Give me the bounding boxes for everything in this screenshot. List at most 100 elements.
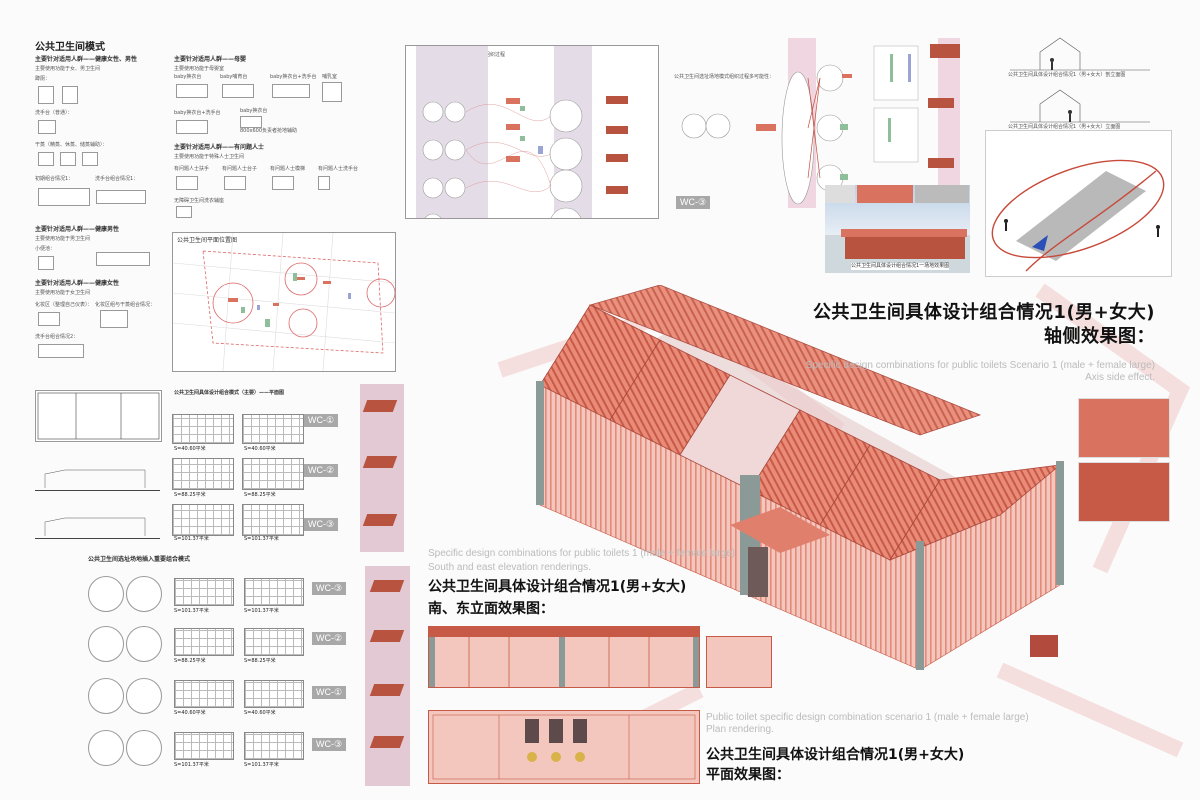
combo-plan — [174, 732, 234, 760]
area-label: S=101.37平米 — [174, 762, 209, 768]
label-baby-change-sink: baby换衣台+洗手台 — [270, 74, 317, 80]
possibility-title: 公共卫生间选址场地模式组织过程多可能性： — [674, 74, 775, 80]
elevation-drawing-1 — [35, 460, 160, 491]
floor-plan-lines — [37, 392, 160, 440]
area-label: S=101.37平米 — [244, 762, 279, 768]
roof-thumb — [369, 736, 405, 748]
insert-title: 公共卫生间选址场地插入重要组合模式 — [88, 556, 191, 563]
area-label: S=101.37平米 — [244, 608, 279, 614]
combo-title: 公共卫生间具体设计组合模式（主要）——平面图 — [174, 390, 285, 396]
ladder-icon — [272, 176, 294, 190]
south-elevation — [428, 626, 700, 688]
combo-plan — [242, 458, 304, 490]
combo-plan — [244, 732, 304, 760]
group1-heading: 主要针对适用人群——健康女性、男性 — [35, 56, 138, 63]
label-ladder: 有问题人士模梯 — [270, 166, 306, 172]
label-nursing-room: 哺乳室 — [322, 74, 338, 80]
elevation-heading-zh-2: 南、东立面效果图： — [428, 601, 554, 617]
mid-group2-sub: 主要使用功能于特殊人士卫生间 — [174, 154, 245, 160]
label-platform: 有问题人士台子 — [222, 166, 258, 172]
label-squat: 蹲厕： — [35, 76, 51, 82]
squat-toilet-icon — [62, 86, 78, 104]
combo-plan — [174, 628, 234, 656]
baby-change-2-icon — [240, 116, 262, 128]
site-circle — [88, 576, 124, 612]
section-elevations: 公共卫生间具体设计组合情况1（男+女大）剖立面图 公共卫生间具体设计组合情况1（… — [1000, 30, 1170, 130]
site-circle — [126, 576, 162, 612]
label-dry: 干蒸（精蒸、休蒸、储蒸辅助）： — [35, 142, 108, 148]
plan-heading-zh-1: 公共卫生间具体设计组合情况1(男+女大) — [706, 747, 965, 763]
platform-icon — [224, 176, 246, 190]
combo-plan — [242, 504, 304, 536]
area-label: S=40.60平米 — [174, 710, 206, 716]
elevation-lines-2 — [44, 517, 146, 536]
baby-change-sink-2-icon — [176, 120, 208, 134]
label-baby-change-2: baby换衣台 — [240, 108, 268, 114]
mid-group2-heading: 主要针对适用人群——有问题人士 — [174, 144, 265, 151]
plan-heading-en-1: Public toilet specific design combinatio… — [706, 712, 1029, 723]
site-circle — [88, 678, 124, 714]
label-urinal: 小便池： — [35, 246, 56, 252]
label-accessible-sink: 有问题人士洗手台 — [318, 166, 359, 172]
left-panel-title: 公共卫生间模式 — [35, 42, 105, 53]
sink-icon — [38, 120, 56, 134]
combo-plan — [172, 458, 234, 490]
combo-plan — [244, 628, 304, 656]
render-caption: 公共卫生间具体设计组合情况1一场地效果图 — [851, 263, 950, 270]
label-baby-change: baby换衣台 — [174, 74, 202, 80]
squat-toilet-icon — [38, 86, 54, 104]
site-circle — [88, 626, 124, 662]
insert-strip — [365, 566, 410, 786]
circulation-drawing — [991, 159, 1165, 272]
east-elevation — [706, 636, 772, 688]
section-caption-1: 公共卫生间具体设计组合情况1（男+女大）剖立面图 — [1008, 72, 1126, 78]
area-label: S=101.37平米 — [174, 536, 209, 542]
wc-label: WC-③ — [304, 518, 339, 531]
area-label: S=40.60平米 — [174, 446, 206, 452]
possibility-flow — [681, 44, 960, 205]
elevation-lines-1 — [44, 469, 146, 488]
urinal-icon — [38, 256, 54, 270]
wc-label: WC-① — [304, 414, 339, 427]
roof-thumb — [369, 684, 405, 696]
group2-heading: 主要针对适用人群——健康男性 — [35, 226, 120, 233]
label-baby-feed: baby哺育台 — [220, 74, 248, 80]
label-combo1: 初期组合情况1： — [35, 176, 74, 182]
wc-label: WC-① — [312, 686, 347, 699]
wc-label: WC-② — [312, 632, 347, 645]
axonometric-building — [536, 285, 1064, 670]
group3-sub: 主要使用功能于女卫生间 — [35, 290, 91, 296]
section-caption-2: 公共卫生间具体设计组合情况1（男+女大）立面图 — [1008, 124, 1121, 130]
detail-thumb-2 — [1078, 462, 1170, 522]
label-accessible-laundry: 无障碍卫生间洗衣辅座 — [174, 198, 225, 204]
elevation-heading-en-1: Specific design combinations for public … — [428, 548, 736, 559]
detail-thumb-1 — [1078, 398, 1170, 458]
area-label: S=88.25平米 — [174, 492, 206, 498]
combo-plan-icon — [38, 188, 90, 206]
thumbnail — [857, 185, 913, 203]
site-render-roof — [841, 229, 967, 237]
area-label: S=40.60平米 — [244, 446, 276, 452]
baby-change-sink-icon — [272, 84, 310, 98]
makeup-icon — [38, 312, 60, 326]
mid-group1-heading: 主要针对适用人群——母婴 — [174, 56, 247, 63]
label-baby-change-sink-2: baby换衣台+洗手台 — [174, 110, 221, 116]
handrail-icon — [176, 176, 198, 190]
combo-plan — [172, 414, 234, 444]
elevation-heading-zh-1: 公共卫生间具体设计组合情况1(男+女大) — [428, 579, 687, 595]
nursing-room-icon — [322, 82, 342, 102]
site-circle — [126, 678, 162, 714]
combo-plan — [244, 680, 304, 708]
label-sink-combo2: 洗手台组合情况2： — [35, 334, 79, 340]
accessible-laundry-icon — [176, 206, 192, 218]
mid-panel: 主要针对适用人群——母婴 主要使用功能于母婴室 baby换衣台 baby哺育台 … — [172, 48, 402, 218]
process-possibilities: 公共卫生间选址场地模式组织过程多可能性： — [660, 38, 982, 208]
wc-label: WC-③ — [312, 582, 347, 595]
baby-change-icon — [176, 84, 208, 98]
area-label: S=101.37平米 — [174, 608, 209, 614]
urinal-row-icon — [96, 252, 150, 266]
combo-plan — [174, 578, 234, 606]
baby-feed-icon — [222, 84, 254, 98]
combo-plan — [242, 414, 304, 444]
thumbnail — [825, 185, 855, 203]
